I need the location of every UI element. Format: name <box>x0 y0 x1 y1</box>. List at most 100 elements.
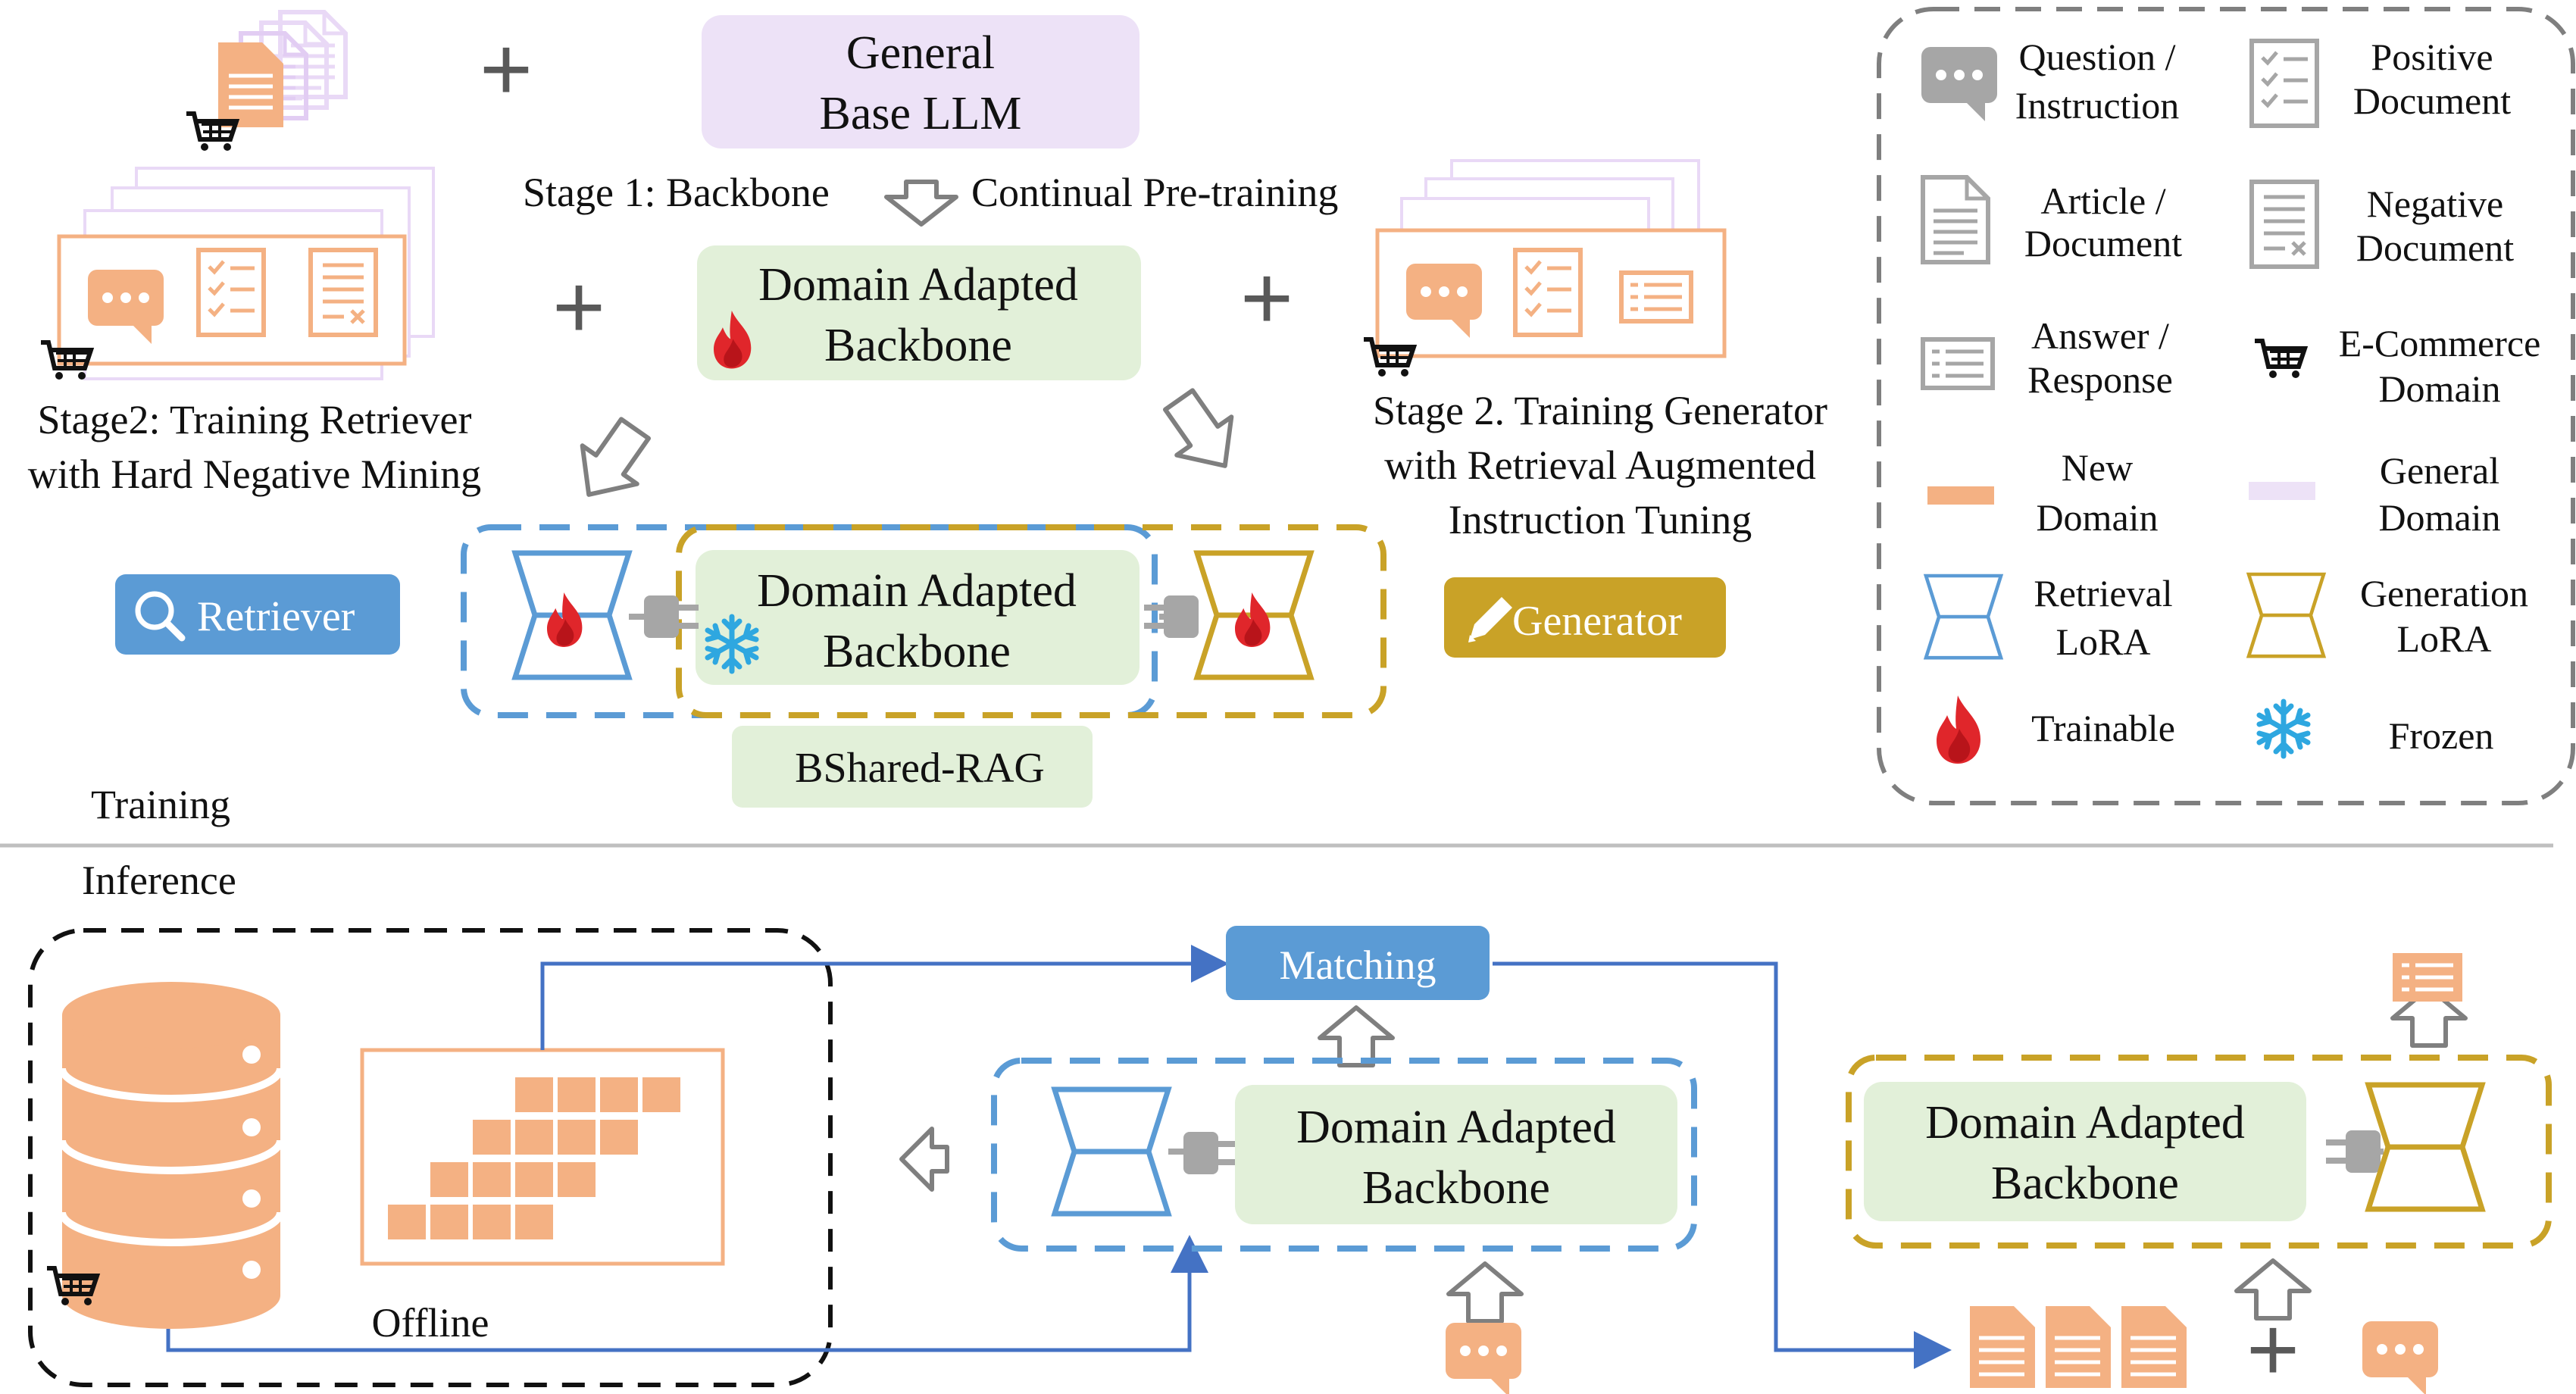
legend-negative-line2: Document <box>2356 227 2514 269</box>
down-left-arrow-icon <box>580 417 652 497</box>
retrieval-backbone-line1: Domain Adapted <box>1296 1102 1616 1153</box>
plus-sign: + <box>552 256 605 358</box>
answer-icon <box>2393 953 2462 1002</box>
domain-backbone-line2: Backbone <box>824 320 1012 371</box>
index-to-matching-line <box>540 945 1229 1050</box>
legend-answer-line2: Response <box>2027 358 2173 401</box>
matching-to-documents-line <box>1493 961 1952 1369</box>
legend-trainable: Trainable <box>2031 707 2175 749</box>
plus-sign: + <box>1240 247 1293 348</box>
generation-inference-boundary <box>1846 1055 2552 1249</box>
generation-lora-icon <box>2249 574 2324 656</box>
article-icon <box>1923 177 1988 262</box>
inference-section-label: Inference <box>82 858 236 903</box>
legend-positive-line2: Document <box>2353 80 2511 122</box>
shared-backbone-line1: Domain Adapted <box>757 565 1077 617</box>
legend-new-domain-line1: New <box>2062 446 2133 489</box>
negative-document-icon <box>2252 182 2317 267</box>
database-to-retriever-line <box>166 1235 1208 1352</box>
bshared-rag-label-box <box>732 726 1093 808</box>
offline-label: Offline <box>372 1300 489 1346</box>
retriever-button-label: Retriever <box>197 593 355 640</box>
legend-general-domain-line2: Domain <box>2378 496 2500 539</box>
legend-negative-line1: Negative <box>2367 183 2503 225</box>
generator-button-label: Generator <box>1512 598 1682 645</box>
retrieved-documents-icon <box>1970 1306 2187 1388</box>
legend-retrieval-lora-line1: Retrieval <box>2034 572 2172 614</box>
generation-backbone-line2: Backbone <box>1991 1158 2179 1209</box>
stage2-generator-line1: Stage 2. Training Generator <box>1373 388 1827 433</box>
question-icon <box>1921 47 1997 121</box>
cart-icon <box>2255 341 2305 378</box>
legend-question-line1: Question / <box>2019 36 2176 78</box>
question-icon <box>2362 1321 2438 1394</box>
up-arrow-icon <box>1320 1008 1393 1065</box>
domain-backbone-box <box>697 245 1141 380</box>
matching-button[interactable] <box>1226 926 1490 1000</box>
legend-article-line2: Document <box>2024 222 2182 264</box>
left-arrow-icon <box>899 1127 949 1192</box>
down-right-arrow-icon <box>1162 388 1234 468</box>
plus-sign: + <box>480 18 533 120</box>
cart-icon <box>186 114 236 151</box>
embedding-index-cells <box>388 1077 680 1239</box>
stage2-retriever-line1: Stage2: Training Retriever <box>38 397 472 442</box>
database-icon <box>58 982 284 1329</box>
domain-backbone-line1: Domain Adapted <box>758 259 1078 311</box>
stage1-label-right: Continual Pre-training <box>971 170 1338 215</box>
base-llm-title-line1: General <box>846 27 995 79</box>
positive-document-icon <box>2252 41 2317 126</box>
fire-icon <box>1235 592 1271 647</box>
search-icon <box>135 591 186 642</box>
up-arrow-icon <box>1449 1264 1521 1321</box>
legend-positive-line1: Positive <box>2371 36 2493 78</box>
legend-general-domain-line1: General <box>2380 449 2499 492</box>
new-domain-swatch <box>1927 486 1994 505</box>
legend-generation-lora-line1: Generation <box>2360 572 2528 614</box>
legend-article-line1: Article / <box>2040 180 2165 222</box>
legend-question-line2: Instruction <box>2015 84 2180 127</box>
generation-backbone-box <box>1864 1082 2306 1221</box>
plug-icon <box>644 595 699 638</box>
bshared-rag-label: BShared-RAG <box>795 745 1045 792</box>
legend-frozen: Frozen <box>2389 714 2494 757</box>
answer-icon <box>1923 339 1993 388</box>
stage1-label-left: Stage 1: Backbone <box>523 170 830 215</box>
stacked-documents-icon <box>218 12 345 127</box>
stage2-generator-line3: Instruction Tuning <box>1449 497 1752 542</box>
retrieval-lora-icon <box>1055 1089 1168 1214</box>
legend-ecommerce-line2: Domain <box>2378 367 2500 410</box>
generator-button[interactable] <box>1444 577 1726 658</box>
legend-ecommerce-line1: E-Commerce <box>2339 322 2541 364</box>
down-arrow-icon <box>884 180 958 227</box>
retrieval-backbone-line2: Backbone <box>1362 1162 1550 1214</box>
retrieval-inference-boundary <box>991 1058 1697 1252</box>
legend-generation-lora-line2: LoRA <box>2397 617 2492 660</box>
legend-box <box>1877 7 2575 805</box>
fire-icon <box>547 592 583 647</box>
shared-backbone-line2: Backbone <box>823 626 1011 677</box>
retrieval-lora-icon <box>1926 576 2001 658</box>
pencil-icon <box>1468 597 1512 642</box>
stage2-retriever-line2: with Hard Negative Mining <box>28 452 481 497</box>
cart-icon <box>41 342 91 380</box>
legend-answer-line1: Answer / <box>2031 314 2169 357</box>
retriever-button[interactable] <box>115 574 400 655</box>
base-llm-title-line2: Base LLM <box>820 88 1022 139</box>
stage2-generator-line2: with Retrieval Augmented <box>1384 442 1816 488</box>
generator-training-data <box>1375 159 1727 358</box>
plug-icon <box>1183 1132 1238 1174</box>
matching-button-label: Matching <box>1280 942 1436 988</box>
fire-icon <box>1937 695 1980 764</box>
legend-new-domain-line2: Domain <box>2036 496 2158 539</box>
base-llm-box <box>702 15 1140 148</box>
shared-backbone-box <box>696 550 1140 685</box>
offline-region <box>28 928 833 1387</box>
retrieval-backbone-box <box>1235 1085 1677 1224</box>
general-domain-swatch <box>2249 482 2315 500</box>
generation-backbone-line1: Domain Adapted <box>1925 1097 2245 1149</box>
snowflake-icon <box>2259 702 2308 756</box>
plus-sign: + <box>2246 1299 2299 1394</box>
cart-icon <box>1364 339 1414 377</box>
